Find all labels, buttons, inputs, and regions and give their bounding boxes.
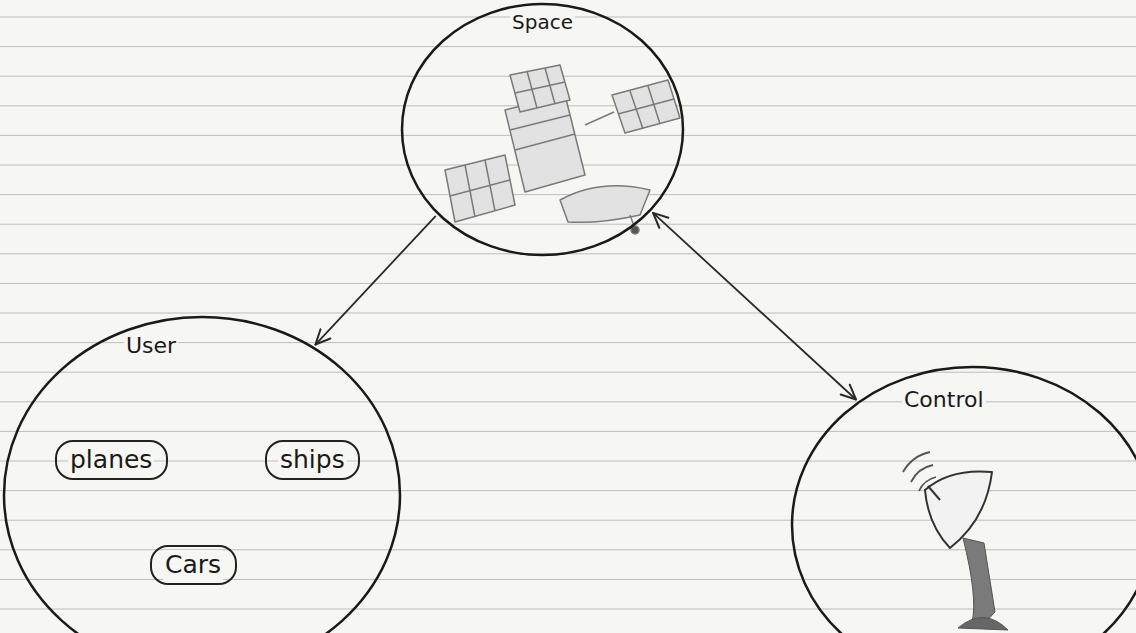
connector-arrow [653,213,856,400]
box-label: Cars [163,550,223,580]
box-label: planes [68,445,154,475]
ruled-line [0,46,1136,47]
control-circle: Control [790,365,1136,633]
circle-outline [792,367,1136,633]
user-type-box: Cars [150,545,237,585]
ground-dish-illustration [903,452,1008,630]
region-label: User [124,333,178,359]
ruled-line [0,76,1136,77]
solar-panel [445,155,515,222]
dish-pole [963,538,995,622]
box-label: ships [278,445,347,475]
solar-panel [510,65,570,112]
space-circle: Space [400,2,685,257]
user-circle: User planes shipsCars [2,315,402,633]
ruled-line [0,224,1136,225]
panel-grid [618,86,674,129]
satellite-dish [560,186,650,223]
panel-arm [585,112,614,125]
panel-grid [450,160,510,217]
circle-outline [402,4,683,255]
ruled-line [0,609,1136,610]
circle-outline [4,317,400,633]
user-type-box: planes [55,440,168,480]
dish-base [958,617,1008,630]
satellite-illustration [445,65,680,234]
dish-feed [928,486,940,500]
satellite-body [505,95,585,192]
ruled-line [0,461,1136,462]
ruled-line [0,283,1136,284]
body-line [510,115,575,150]
region-label: Space [510,10,575,34]
ruled-line [0,313,1136,314]
solar-panel [612,80,680,133]
ruled-line [0,431,1136,432]
ruled-line [0,372,1136,373]
connector-arrow [315,216,435,344]
user-type-box: ships [265,440,360,480]
region-label: Control [902,387,986,413]
circle-outline [400,2,685,257]
dish-bowl [925,471,992,548]
ruled-line [0,194,1136,195]
panel-grid [515,68,565,108]
